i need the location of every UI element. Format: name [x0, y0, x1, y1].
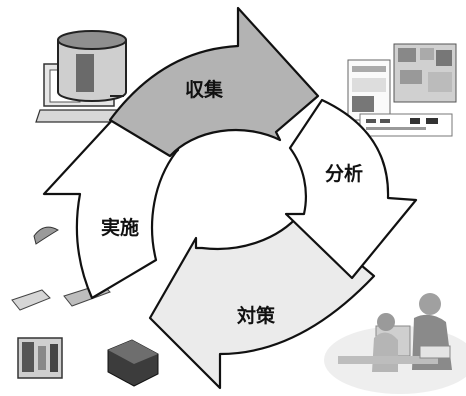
devices-illustration [11, 226, 159, 387]
step-label-measures: 対策 [236, 304, 276, 327]
analyze-arrow [284, 98, 418, 280]
step-label-analyze: 分析 [325, 162, 363, 185]
people-meeting-illustration [324, 293, 466, 394]
step-label-implement: 実施 [101, 216, 139, 239]
step-label-collect: 収集 [185, 78, 224, 101]
measures-arrow [148, 212, 376, 390]
database-computer-illustration [35, 30, 132, 123]
collect-arrow [108, 6, 320, 158]
analysis-screens-illustration [347, 43, 457, 137]
